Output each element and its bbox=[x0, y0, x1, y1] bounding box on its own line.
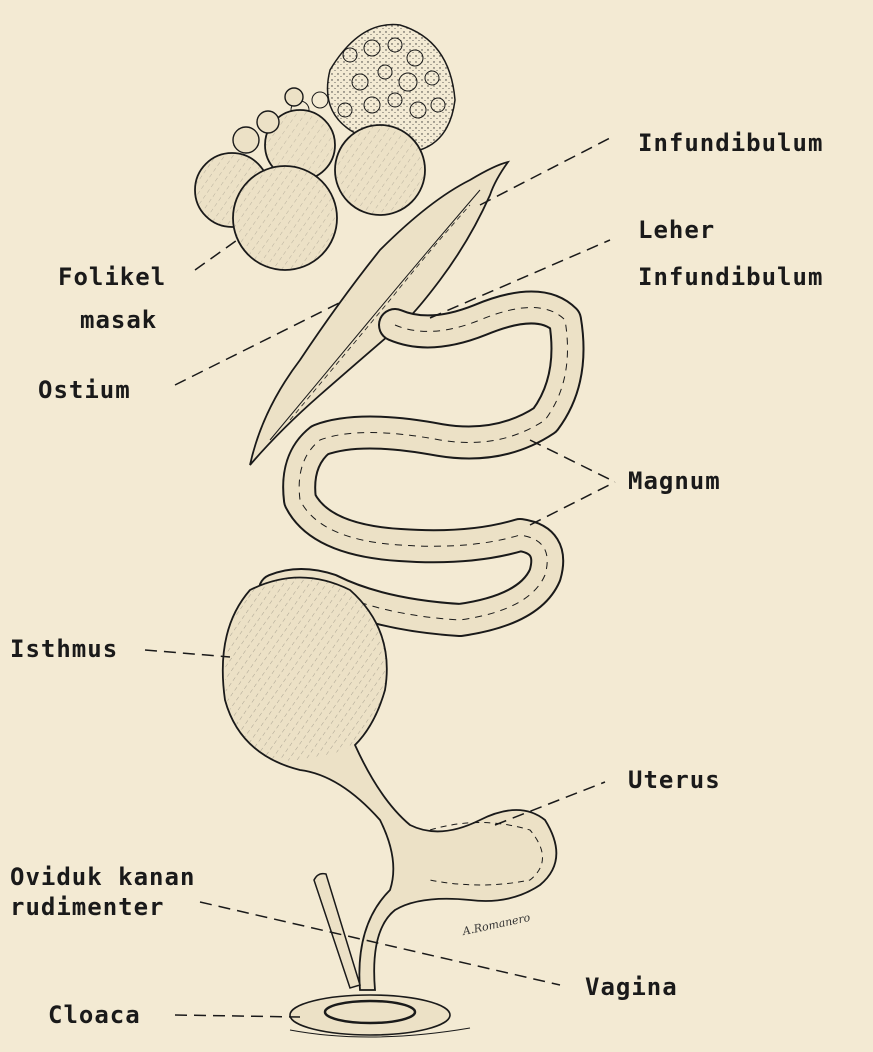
label-leher-infundibulum-line2: Infundibulum bbox=[638, 262, 823, 292]
rudimentary-oviduct bbox=[314, 874, 360, 988]
label-oviduk-kanan-line1: Oviduk kanan bbox=[10, 862, 195, 892]
leader-isthmus bbox=[145, 650, 230, 657]
label-infundibulum: Infundibulum bbox=[638, 128, 823, 158]
label-magnum: Magnum bbox=[628, 466, 721, 496]
leader-cloaca bbox=[175, 1015, 300, 1017]
label-folikel-masak-line2: masak bbox=[80, 305, 157, 335]
leader-magnum-2 bbox=[530, 482, 615, 525]
label-oviduk-kanan-line2: rudimenter bbox=[10, 892, 165, 922]
cloaca-shape bbox=[290, 995, 470, 1037]
label-cloaca: Cloaca bbox=[48, 1000, 141, 1030]
label-uterus: Uterus bbox=[628, 765, 721, 795]
label-vagina: Vagina bbox=[585, 972, 678, 1002]
leader-magnum-1 bbox=[530, 440, 615, 482]
leader-folikel bbox=[195, 238, 240, 270]
label-folikel-masak-line1: Folikel bbox=[58, 262, 166, 292]
label-isthmus: Isthmus bbox=[10, 634, 118, 664]
label-leher-infundibulum-line1: Leher bbox=[638, 215, 715, 245]
label-ostium: Ostium bbox=[38, 375, 131, 405]
